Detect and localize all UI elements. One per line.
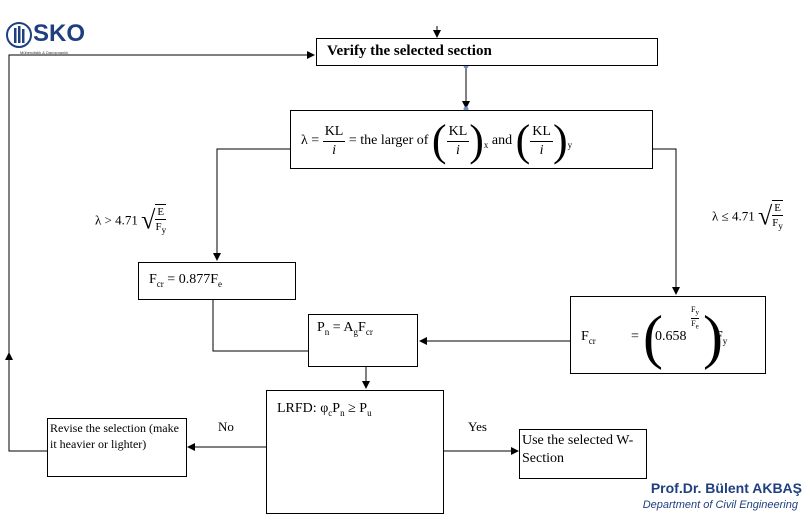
fraction-numerator: KL [322, 123, 346, 142]
sqrt-symbol: √ [757, 201, 773, 231]
larger-of-text: = the larger of [348, 133, 429, 148]
subscript: e [695, 322, 699, 331]
fraction-denominator: i [332, 142, 336, 158]
subscript: y [695, 308, 699, 317]
lambda-to-left-fcr [213, 148, 290, 261]
left-fcr-to-pn [212, 300, 308, 352]
pn-symbol: P [317, 320, 325, 335]
fraction-denominator: F [155, 221, 162, 233]
logo-name: SKO [33, 20, 86, 47]
fcr-symbol: F [149, 272, 157, 287]
sqrt-symbol: √ [141, 205, 156, 235]
e-over-fy-fraction: E Fy [772, 200, 783, 233]
use-selection-box: Use the selected W-Section [519, 429, 647, 479]
subscript: n [340, 407, 345, 418]
department-name: Department of Civil Engineering [642, 499, 798, 511]
paren-right: ) [552, 116, 568, 165]
exponent-fraction: Fy Fe [691, 305, 699, 331]
kl-over-i-y-fraction: KL i [530, 123, 553, 160]
left-condition-text: λ > 4.71 [95, 212, 138, 228]
subscript: y [722, 335, 728, 346]
fraction-numerator: E [772, 202, 783, 216]
fcr-formula: = 0.877F [167, 272, 218, 287]
nominal-strength-box: Pn = AgFcr [308, 314, 418, 367]
fraction-denominator: i [455, 142, 460, 158]
fcr-elastic-box: Fcr = ( 0.658 Fy Fe ) Fy [570, 296, 766, 374]
logo-subtitle: Mühendislik & Danışmanlık [20, 50, 69, 55]
ag-symbol: = A [329, 320, 354, 335]
verify-section-label: Verify the selected section [327, 43, 492, 59]
equals-sign: = [631, 329, 639, 344]
logo: SKO Mühendislik & Danışmanlık [6, 20, 116, 60]
pn-symbol: P [332, 401, 341, 416]
fraction-numerator: KL [530, 123, 553, 142]
fcr-symbol: F [581, 329, 589, 344]
subscript: y [161, 225, 167, 236]
subscript: cr [365, 326, 373, 337]
lambda-to-right-fcr [652, 148, 680, 295]
lrfd-label: LRFD: [277, 401, 321, 416]
right-condition: λ ≤ 4.71 √ E Fy [712, 200, 783, 233]
paren-right: ) [703, 304, 723, 370]
subscript: u [367, 407, 372, 418]
use-selection-label: Use the selected W-Section [522, 433, 634, 466]
lambda-symbol: λ = [301, 133, 320, 148]
subscript: c [328, 407, 333, 418]
fcr-inelastic-box: Fcr = 0.877Fe [138, 262, 296, 300]
phi-symbol: φ [320, 401, 329, 416]
fraction-numerator: F [691, 305, 696, 314]
author-name: Prof.Dr. Bülent AKBAŞ [650, 480, 802, 496]
fraction-denominator: F [772, 217, 779, 229]
fraction-denominator: i [539, 142, 544, 158]
subscript: n [324, 326, 330, 337]
revise-loop-line [5, 352, 47, 452]
pu-symbol: ≥ P [344, 401, 368, 416]
subscript: g [353, 326, 359, 337]
logo-globe-icon [6, 22, 32, 48]
slenderness-box: λ = KL i = the larger of ( KL i )x and (… [290, 110, 653, 169]
kl-over-i-x-fraction: KL i [446, 123, 470, 160]
subscript: cr [588, 335, 596, 346]
subscript-y: y [567, 140, 573, 151]
and-text: and [491, 133, 513, 148]
fraction-numerator: E [155, 206, 167, 220]
subscript: e [217, 278, 222, 289]
fcr-symbol: F [358, 320, 366, 335]
revise-selection-box: Revise the selection (make it heavier or… [47, 418, 187, 477]
fy-symbol: F [715, 329, 723, 344]
subscript: y [778, 221, 783, 232]
no-label: No [218, 419, 234, 434]
left-condition: λ > 4.71 √ E Fy [95, 204, 167, 237]
e-over-fy-fraction: E Fy [155, 204, 167, 237]
paren-left: ( [515, 116, 531, 165]
revise-selection-label: Revise the selection (make it heavier or… [50, 421, 179, 451]
loop-back-line [8, 51, 315, 355]
subscript-x: x [483, 140, 489, 151]
kl-over-i-fraction: KL i [322, 123, 346, 160]
fraction-numerator: KL [446, 123, 470, 142]
yes-label: Yes [468, 419, 487, 434]
paren-right: ) [469, 116, 484, 165]
paren-left: ( [643, 304, 663, 370]
subscript: cr [156, 278, 164, 289]
right-condition-text: λ ≤ 4.71 [712, 208, 755, 224]
paren-left: ( [431, 116, 447, 165]
fraction-denominator: F [691, 318, 696, 328]
base-value: 0.658 [655, 329, 687, 344]
lrfd-check-box: LRFD: φcPn ≥ Pu [266, 390, 444, 514]
verify-section-box: Verify the selected section [316, 38, 658, 66]
